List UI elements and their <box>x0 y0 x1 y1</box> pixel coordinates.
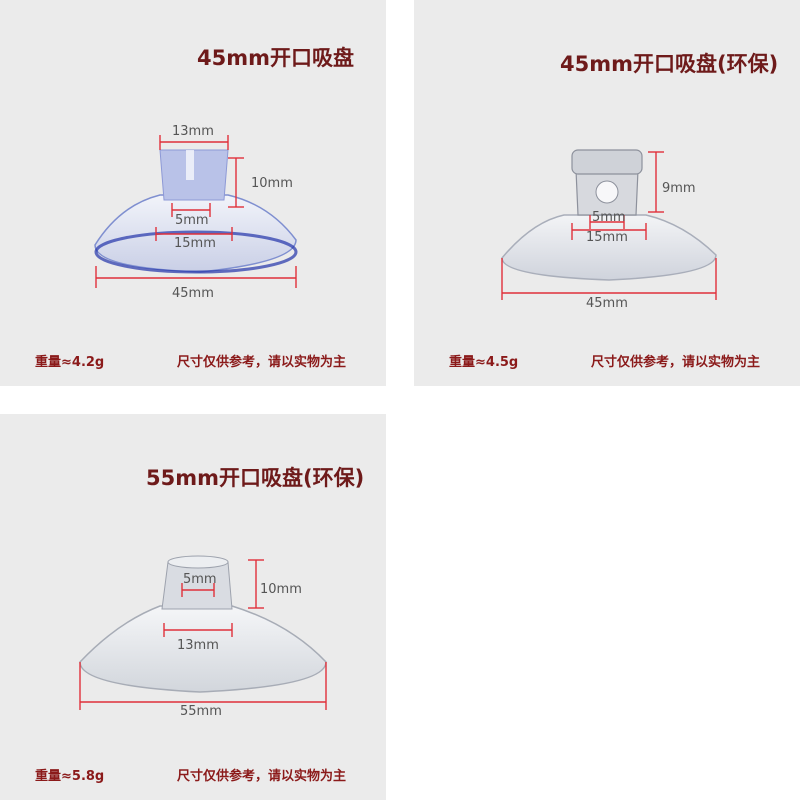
dimension-neck: 15mm <box>586 230 628 245</box>
suction-cup-illustration-3 <box>79 555 327 710</box>
dimension-inner: 5mm <box>592 210 626 225</box>
dimension-base: 45mm <box>172 286 214 301</box>
weight-label: 重量≈4.5g <box>449 355 519 370</box>
product-title: 45mm开口吸盘 <box>197 46 354 70</box>
product-panel-3: 55mm开口吸盘(环保) 5mm 10mm 13mm 55mm 重量≈5.8g … <box>0 414 386 800</box>
suction-cup-illustration-2 <box>501 149 717 300</box>
dimension-height: 10mm <box>260 582 302 597</box>
product-panel-1: 45mm开口吸盘 13mm 10mm 5mm 15mm 45mm 重量≈4.2g… <box>0 0 386 386</box>
product-title: 55mm开口吸盘(环保) <box>146 466 365 490</box>
dimension-top: 13mm <box>172 124 214 139</box>
weight-label: 重量≈4.2g <box>35 355 105 370</box>
reference-note: 尺寸仅供参考，请以实物为主 <box>591 355 761 370</box>
reference-note: 尺寸仅供参考，请以实物为主 <box>177 769 347 784</box>
reference-note: 尺寸仅供参考，请以实物为主 <box>177 355 347 370</box>
weight-label: 重量≈5.8g <box>35 769 105 784</box>
dimension-base: 55mm <box>180 704 222 719</box>
dimension-height: 9mm <box>662 181 696 196</box>
dimension-height: 10mm <box>251 176 293 191</box>
dimension-inner: 5mm <box>183 572 217 587</box>
suction-cup-illustration-1 <box>94 135 298 288</box>
dimension-neck: 15mm <box>174 236 216 251</box>
product-title: 45mm开口吸盘(环保) <box>560 52 779 76</box>
dimension-inner: 5mm <box>175 213 209 228</box>
dimension-base: 45mm <box>586 296 628 311</box>
dimension-neck: 13mm <box>177 638 219 653</box>
product-panel-2: 45mm开口吸盘(环保) 9mm 5mm 15mm 45mm 重量≈4.5g 尺… <box>414 0 800 386</box>
